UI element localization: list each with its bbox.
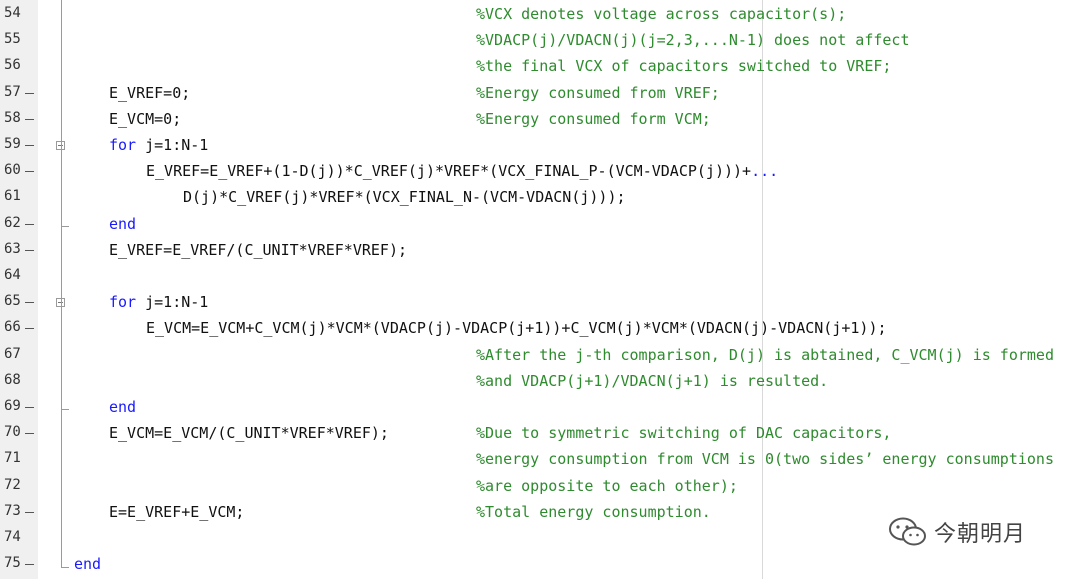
breakpoint-marker[interactable] [25,249,34,251]
code-line[interactable]: 72 %are opposite to each other); [0,474,1080,500]
fold-toggle-for-loop-2[interactable] [56,298,65,307]
code-line[interactable]: 56 %the final VCX of capacitors switched … [0,54,1080,80]
breakpoint-marker[interactable] [25,511,34,513]
fold-guide-function [61,0,62,567]
code-text: E_VREF=E_VREF/(C_UNIT*VREF*VREF); [109,240,408,259]
line-number: 59 [4,136,21,152]
code-comment: %After the j-th comparison, D(j) is abta… [476,345,1054,364]
watermark: 今朝明月 [888,512,1026,552]
code-text: E_VREF=E_VREF+(1-D(j))*C_VREF(j)*VREF*(V… [146,162,779,181]
line-number: 74 [4,529,21,545]
code-text: for j=1:N-1 [109,136,209,154]
line-number: 70 [4,424,21,441]
line-number: 67 [4,345,21,362]
code-text: D(j)*C_VREF(j)*VREF*(VCX_FINAL_N-(VCM-VD… [183,188,626,207]
code-comment: %VCX denotes voltage across capacitor(s)… [476,5,847,23]
line-number: 56 [4,57,21,74]
code-line[interactable]: 62 end [0,212,1080,238]
fold-toggle-for-loop-1[interactable] [56,141,65,150]
code-line[interactable]: 64 [0,264,1080,290]
keyword: end [109,214,137,233]
line-number: 75 [4,555,21,572]
breakpoint-marker[interactable] [25,92,34,94]
line-number: 73 [4,502,21,519]
code-line[interactable]: 71 %energy consumption from VCM is 0(two … [0,447,1080,473]
fold-end-marker-2 [61,409,69,410]
code-line[interactable]: 66 E_VCM=E_VCM+C_VCM(j)*VCM*(VDACP(j)-VDA… [0,316,1080,342]
code-comment: %energy consumption from VCM is 0(two si… [476,450,1054,469]
code-comment: %Due to symmetric switching of DAC capac… [476,424,892,443]
code-line[interactable]: 57 E_VREF=0; %Energy consumed from VREF; [0,81,1080,107]
line-number: 61 [4,188,21,205]
line-number: 57 [4,83,21,100]
breakpoint-marker[interactable] [25,328,34,330]
code-folding-column [38,0,76,579]
code-line[interactable]: 74 [0,526,1080,552]
watermark-text: 今朝明月 [934,522,1027,547]
code-line[interactable]: 55 %VDACP(j)/VDACN(j)(j=2,3,...N-1) does … [0,28,1080,54]
line-number: 64 [4,267,21,283]
line-number: 60 [4,162,21,179]
fold-end-marker-1 [61,226,69,227]
line-number-gutter [0,0,38,579]
line-number: 66 [4,319,21,336]
code-text: E_VCM=E_VCM/(C_UNIT*VREF*VREF); [109,424,389,443]
code-line[interactable]: 68 %and VDACP(j+1)/VDACN(j+1) is resulted… [0,369,1080,395]
code-comment: %VDACP(j)/VDACN(j)(j=2,3,...N-1) does no… [476,31,910,50]
continuation-marker: ... [751,162,779,181]
code-line[interactable]: 63 E_VREF=E_VREF/(C_UNIT*VREF*VREF); [0,238,1080,264]
code-comment: %Energy consumed from VREF; [476,83,720,102]
line-number: 71 [4,450,21,467]
fold-end-marker-function [61,567,69,568]
line-number: 58 [4,109,21,126]
line-number: 62 [4,214,21,231]
code-text: end [109,215,136,233]
code-comment: %the final VCX of capacitors switched to… [476,57,892,76]
line-number: 72 [4,476,21,493]
line-number: 69 [4,398,21,414]
code-text: end [74,555,101,573]
code-line[interactable]: 67 %After the j-th comparison, D(j) is ab… [0,343,1080,369]
code-text: end [109,398,136,416]
breakpoint-marker[interactable] [25,407,34,408]
code-text: E_VCM=0; [109,109,182,128]
code-line[interactable]: 69 end [0,395,1080,421]
code-comment: %Energy consumed form VCM; [476,109,711,128]
code-comment: %and VDACP(j+1)/VDACN(j+1) is resulted. [476,371,829,390]
line-number: 54 [4,5,21,21]
breakpoint-marker[interactable] [25,118,34,120]
code-line[interactable]: 61 D(j)*C_VREF(j)*VREF*(VCX_FINAL_N-(VCM-… [0,185,1080,211]
code-text: E_VCM=E_VCM+C_VCM(j)*VCM*(VDACP(j)-VDACP… [146,319,887,338]
wechat-icon [889,517,926,546]
code-line[interactable]: 65 for j=1:N-1 [0,290,1080,316]
code-line[interactable]: 73 E=E_VREF+E_VCM; %Total energy consumpti… [0,500,1080,526]
breakpoint-marker[interactable] [25,433,34,435]
breakpoint-marker[interactable] [25,171,34,173]
code-text: for j=1:N-1 [109,293,209,312]
keyword: end [74,555,102,574]
keyword: for [109,293,137,312]
breakpoint-marker[interactable] [25,302,34,304]
code-line[interactable]: 54 %VCX denotes voltage across capacitor(… [0,2,1080,28]
code-line[interactable]: 58 E_VCM=0; %Energy consumed form VCM; [0,107,1080,133]
code-comment: %are opposite to each other); [476,476,738,495]
right-margin-guide [762,0,763,579]
code-line[interactable]: 75 end [0,552,1080,578]
code-text: E=E_VREF+E_VCM; [109,502,245,521]
line-number: 68 [4,371,21,388]
code-line[interactable]: 59 for j=1:N-1 [0,133,1080,159]
keyword: for [109,136,137,154]
line-number: 55 [4,31,21,48]
code-comment: %Total energy consumption. [476,502,711,521]
breakpoint-marker[interactable] [25,223,34,225]
breakpoint-marker[interactable] [25,145,34,146]
keyword: end [109,398,137,416]
code-text: E_VREF=0; [109,83,191,102]
line-number: 65 [4,293,21,310]
code-line[interactable]: 60 E_VREF=E_VREF+(1-D(j))*C_VREF(j)*VREF*… [0,159,1080,185]
code-line[interactable]: 70 E_VCM=E_VCM/(C_UNIT*VREF*VREF); %Due to… [0,421,1080,447]
breakpoint-marker[interactable] [25,564,34,566]
line-number: 63 [4,240,21,257]
